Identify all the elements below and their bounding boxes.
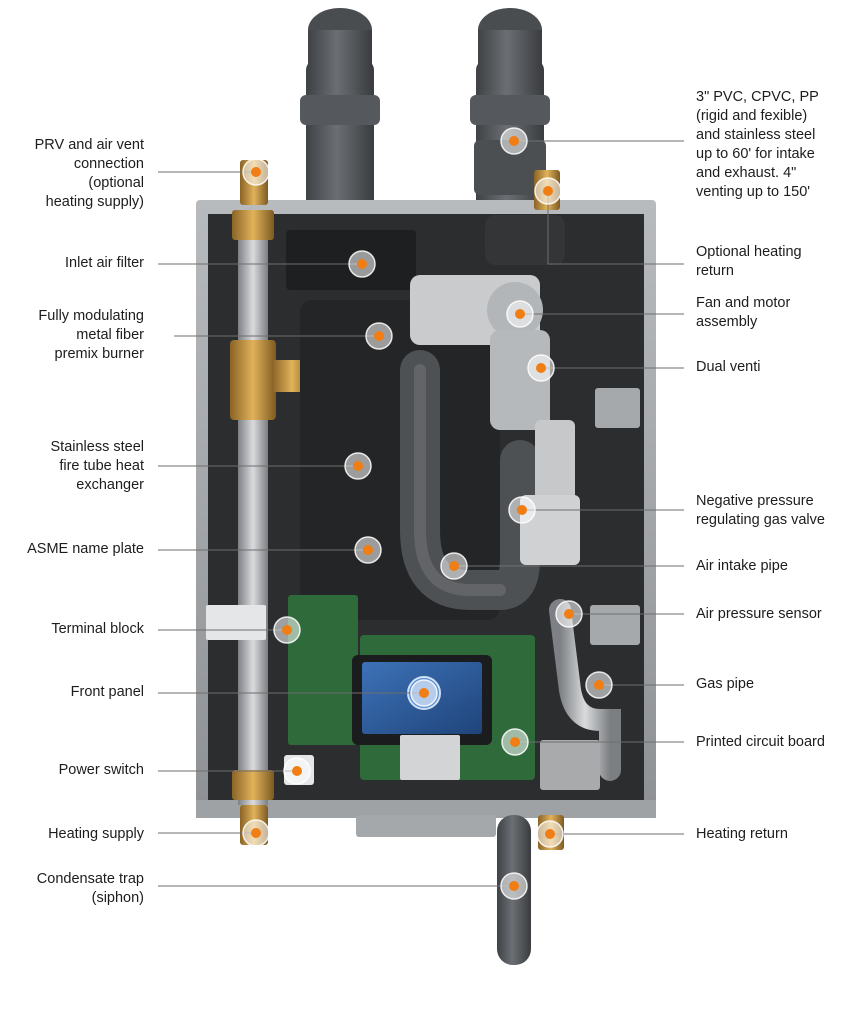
marker-terminal <box>273 616 301 644</box>
label-burner: Fully modulating metal fiber premix burn… <box>38 308 144 362</box>
label-venti: Dual venti <box>696 359 761 375</box>
label-asme: ASME name plate <box>27 541 144 557</box>
leader-heating-return-opt <box>547 191 684 265</box>
label-venting: 3" PVC, CPVC, PP (rigid and fexible) and… <box>696 89 819 200</box>
air-intake-u-pipe <box>400 350 540 610</box>
label-front-panel: Front panel <box>70 684 144 700</box>
marker-gas-valve <box>508 496 536 524</box>
label-heat-exchanger: Stainless steel fire tube heat exchanger <box>50 439 145 493</box>
gas-train <box>490 330 640 781</box>
label-terminal: Terminal block <box>51 621 144 637</box>
label-condensate: Condensate trap (siphon) <box>36 871 144 906</box>
marker-burner <box>365 322 393 350</box>
marker-gas-pipe <box>585 671 613 699</box>
marker-heating-supply <box>242 819 270 847</box>
label-gas-pipe: Gas pipe <box>696 676 755 692</box>
label-heating-return-opt: Optional heating return <box>696 244 802 279</box>
marker-venti <box>527 354 555 382</box>
leader-lines <box>158 140 684 887</box>
marker-inlet-filter <box>348 250 376 278</box>
label-inlet-filter: Inlet air filter <box>65 255 144 271</box>
marker-heating-return <box>536 820 564 848</box>
markers <box>242 127 613 900</box>
marker-venting <box>500 127 528 155</box>
label-gas-valve: Negative pressure regulating gas valve <box>696 493 825 528</box>
marker-heat-exchanger <box>344 452 372 480</box>
marker-pcb <box>501 728 529 756</box>
label-heating-return: Heating return <box>696 826 788 842</box>
marker-heating-return-opt <box>534 177 562 205</box>
marker-air-intake <box>440 552 468 580</box>
marker-prv <box>242 158 270 186</box>
vent-pipes <box>300 8 550 210</box>
marker-air-sensor <box>555 600 583 628</box>
marker-asme <box>354 536 382 564</box>
marker-front-panel <box>410 679 438 707</box>
label-heating-supply: Heating supply <box>48 826 144 842</box>
label-power-switch: Power switch <box>58 762 144 778</box>
label-fan: Fan and motor assembly <box>696 295 791 330</box>
label-air-intake: Air intake pipe <box>696 558 788 574</box>
marker-power-switch <box>283 757 311 785</box>
label-prv: PRV and air vent connection (optional he… <box>34 137 144 210</box>
marker-condensate <box>500 872 528 900</box>
label-air-sensor: Air pressure sensor <box>696 606 822 622</box>
label-pcb: Printed circuit board <box>696 734 825 750</box>
marker-fan <box>506 300 534 328</box>
